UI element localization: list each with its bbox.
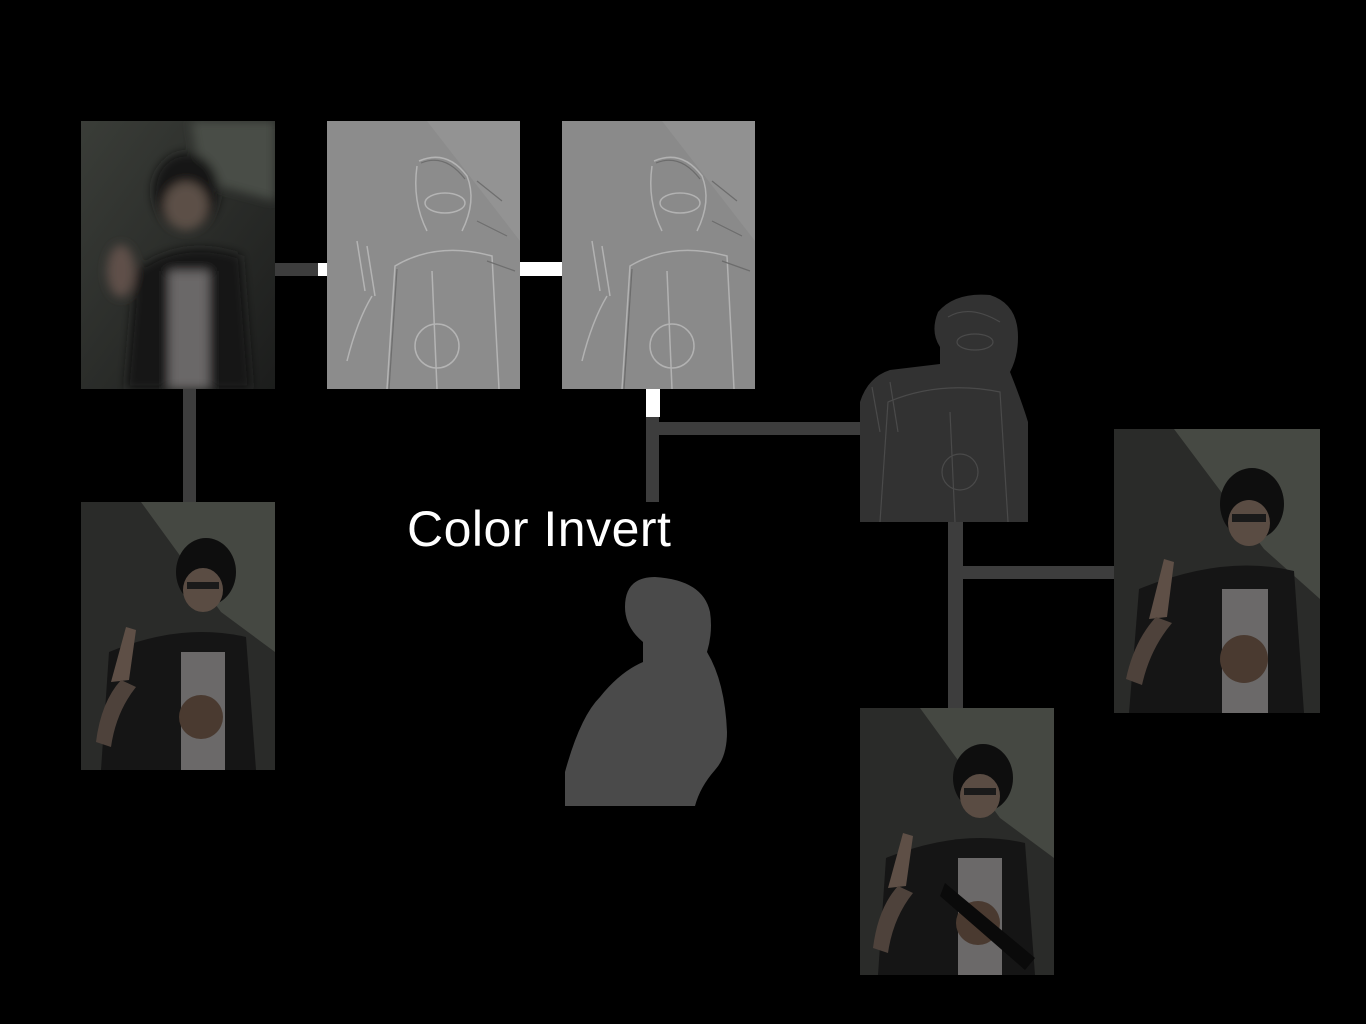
portrait-photo-image bbox=[860, 708, 1054, 975]
result-photo-right bbox=[1114, 429, 1320, 713]
connector-to-masked-emboss bbox=[646, 422, 876, 435]
silhouette-mask-image bbox=[565, 502, 758, 806]
connector-active-emboss1-to-emboss2 bbox=[520, 262, 562, 276]
connector-masked-down bbox=[948, 522, 963, 708]
embossed-portrait-image bbox=[562, 121, 755, 389]
original-photo bbox=[81, 502, 275, 770]
silhouette-mask bbox=[565, 502, 758, 806]
connector-active-emboss2-down bbox=[646, 389, 660, 417]
connector-active-short bbox=[318, 263, 327, 276]
edge-emboss-2 bbox=[562, 121, 755, 389]
result-photo-bottom bbox=[860, 708, 1054, 975]
blurred-portrait-image bbox=[81, 121, 275, 389]
portrait-photo-image bbox=[81, 502, 275, 770]
connector-to-result-right bbox=[948, 566, 1114, 579]
edge-emboss-1 bbox=[327, 121, 520, 389]
embossed-portrait-image bbox=[327, 121, 520, 389]
portrait-photo-image bbox=[1114, 429, 1320, 713]
connector-blur-to-original bbox=[183, 389, 196, 502]
connector-blur-to-emboss bbox=[275, 263, 320, 276]
caption-label: Color Invert bbox=[407, 501, 672, 557]
connector-emboss2-down bbox=[646, 416, 659, 502]
masked-embossed-portrait-image bbox=[860, 292, 1028, 522]
masked-emboss bbox=[860, 292, 1028, 522]
blurred-photo bbox=[81, 121, 275, 389]
